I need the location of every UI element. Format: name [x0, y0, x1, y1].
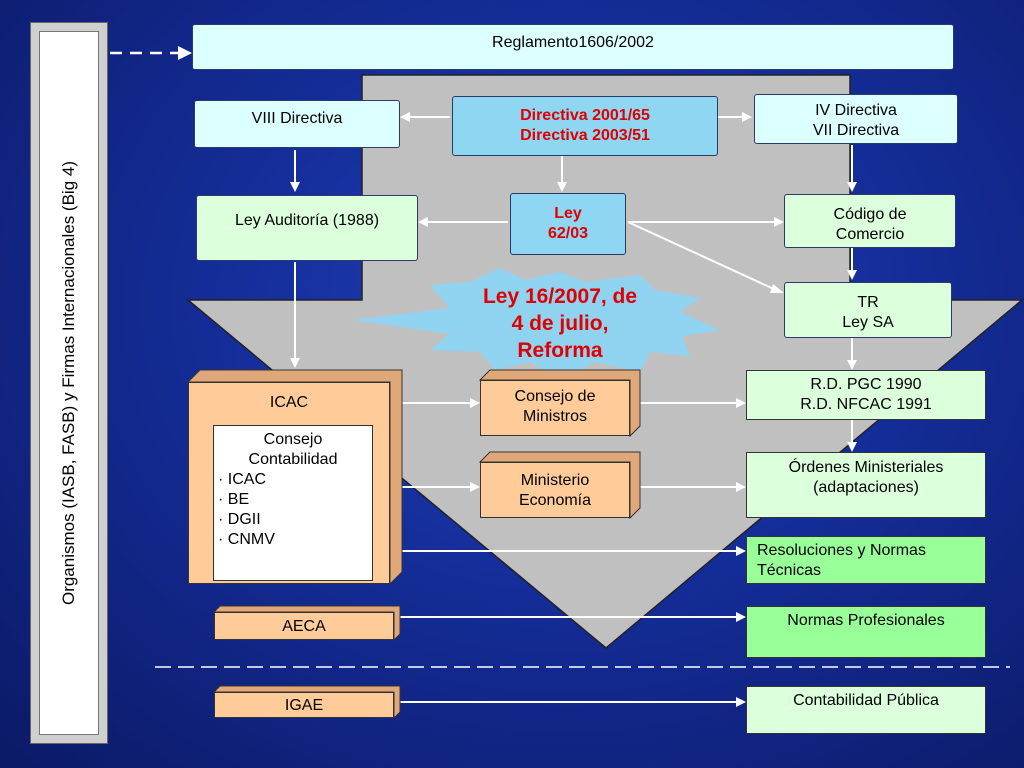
member-be: · BE — [218, 491, 250, 508]
iv-directiva-label: IV Directiva — [815, 102, 897, 119]
arrowhead-dir-to-iv — [742, 112, 752, 122]
aeca-box: AECA — [214, 612, 394, 640]
arrowhead-viii-to-ley — [290, 182, 300, 192]
consejo-ministros-line2: Ministros — [522, 408, 587, 425]
arrowhead-icac-to-ministerio — [470, 482, 480, 492]
icac-box: ICAC Consejo Contabilidad · ICAC · BE · … — [188, 382, 390, 584]
ley62-line2: 62/03 — [547, 225, 589, 242]
rd-pgc-box: R.D. PGC 1990 R.D. NFCAC 1991 — [746, 370, 986, 420]
viii-directiva-box: VIII Directiva — [194, 100, 400, 148]
igae-box-depth — [212, 685, 401, 720]
normas-profesionales-box: Normas Profesionales — [746, 606, 986, 658]
member-dgii: · DGII — [218, 511, 261, 528]
codigo-line1: Código de — [833, 206, 907, 223]
ley-16-2007-label: Ley 16/2007, de 4 de julio, Reforma — [440, 283, 680, 364]
arrowhead-consejo-to-rd — [736, 398, 746, 408]
resoluciones-line1: Resoluciones y Normas — [757, 542, 926, 559]
codigo-comercio-box: Código de Comercio — [784, 194, 956, 248]
arrowhead-codigo-to-tr — [847, 270, 857, 280]
ley-auditoria-box: Ley Auditoría (1988) — [196, 195, 418, 261]
contabilidad-publica-label: Contabilidad Pública — [793, 692, 939, 709]
icac-box-depth — [186, 369, 403, 586]
codigo-line2: Comercio — [835, 226, 905, 243]
ordenes-line1: Órdenes Ministeriales — [788, 459, 944, 476]
ministerio-box-depth — [478, 451, 641, 520]
viii-directiva-label: VIII Directiva — [251, 110, 343, 127]
ordenes-line2: (adaptaciones) — [813, 479, 919, 496]
international-bodies-label: Organismos (IASB, FASB) y Firmas Interna… — [59, 160, 78, 606]
rd-pgc-label: R.D. PGC 1990 — [810, 376, 922, 393]
member-be-text: BE — [227, 491, 250, 508]
arrowhead-rd-to-ordenes — [847, 442, 857, 452]
arrowhead-tr-to-rd — [847, 360, 857, 370]
reglamento-box: Reglamento1606/2002 — [192, 24, 954, 70]
directiva-2001-label: Directiva 2001/65 — [520, 107, 650, 124]
arrow-ley62-to-tr — [627, 221, 777, 291]
resoluciones-line2: Técnicas — [757, 562, 822, 579]
member-dgii-text: DGII — [227, 511, 261, 528]
member-cnmv: · CNMV — [218, 531, 275, 548]
arrowhead-iv-to-codigo — [847, 182, 857, 192]
arrowhead-icac-to-consejo — [470, 398, 480, 408]
arrowhead-ley62-to-tr — [770, 284, 784, 293]
consejo-ministros-box: Consejo de Ministros — [480, 380, 630, 436]
iv-vii-directiva-box: IV Directiva VII Directiva — [754, 94, 958, 144]
ordenes-ministeriales-box: Órdenes Ministeriales (adaptaciones) — [746, 452, 986, 518]
igae-label: IGAE — [284, 697, 324, 714]
ministerio-line1: Ministerio — [520, 472, 590, 489]
vii-directiva-label: VII Directiva — [812, 122, 900, 139]
ley-16-line1: Ley 16/2007, de — [482, 285, 638, 308]
ministerio-economia-box: Ministerio Economía — [480, 462, 630, 518]
arrowhead-ley-to-icac — [290, 358, 300, 368]
consejo-ministros-line1: Consejo de — [514, 388, 596, 405]
arrowhead-ley62-to-ley — [418, 217, 428, 227]
reglamento-label: Reglamento1606/2002 — [492, 34, 654, 51]
ministerio-line2: Economía — [518, 492, 592, 509]
arrowhead-aeca-to-normas — [736, 612, 746, 622]
tr-label: TR — [857, 294, 879, 311]
arrowhead-ministerio-to-ordenes — [736, 482, 746, 492]
international-bodies-panel: Organismos (IASB, FASB) y Firmas Interna… — [30, 22, 108, 744]
tr-ley-sa-box: TR Ley SA — [784, 282, 952, 338]
consejo-line2: Contabilidad — [248, 451, 338, 468]
ley62-box: Ley 62/03 — [510, 193, 626, 255]
arrowhead-igae-to-contabilidad — [736, 697, 746, 707]
arrowhead-icac-to-resoluciones — [736, 546, 746, 556]
normas-label: Normas Profesionales — [787, 612, 945, 629]
arrowhead-ley62-to-codigo — [774, 217, 784, 227]
aeca-label: AECA — [282, 618, 326, 635]
consejo-line1: Consejo — [263, 431, 323, 448]
directiva-2003-label: Directiva 2003/51 — [520, 127, 650, 144]
arrowhead-dir-to-ley62 — [557, 182, 567, 192]
aeca-box-depth — [212, 605, 401, 642]
dashed-arrowhead-top — [178, 46, 192, 60]
ley-auditoria-label: Ley Auditoría (1988) — [234, 212, 380, 229]
ley-16-line2: 4 de julio, — [511, 312, 609, 335]
contabilidad-publica-box: Contabilidad Pública — [746, 686, 986, 734]
ley62-line1: Ley — [554, 205, 582, 222]
member-icac: · ICAC — [218, 471, 267, 488]
ley-sa-label: Ley SA — [842, 314, 894, 331]
international-bodies-inner: Organismos (IASB, FASB) y Firmas Interna… — [39, 31, 99, 735]
consejo-box-depth — [478, 369, 641, 438]
rd-nfcac-label: R.D. NFCAC 1991 — [800, 396, 932, 413]
icac-title: ICAC — [269, 394, 309, 411]
member-icac-text: ICAC — [227, 471, 267, 488]
resoluciones-box: Resoluciones y Normas Técnicas — [746, 536, 986, 584]
arrowhead-dir-to-viii — [400, 112, 410, 122]
consejo-contabilidad-box: Consejo Contabilidad · ICAC · BE · DGII … — [213, 425, 373, 581]
ley-16-line3: Reforma — [517, 339, 603, 362]
directivas-box: Directiva 2001/65 Directiva 2003/51 — [452, 96, 718, 156]
member-cnmv-text: CNMV — [227, 531, 275, 548]
igae-box: IGAE — [214, 692, 394, 718]
starburst-shape — [352, 268, 720, 380]
